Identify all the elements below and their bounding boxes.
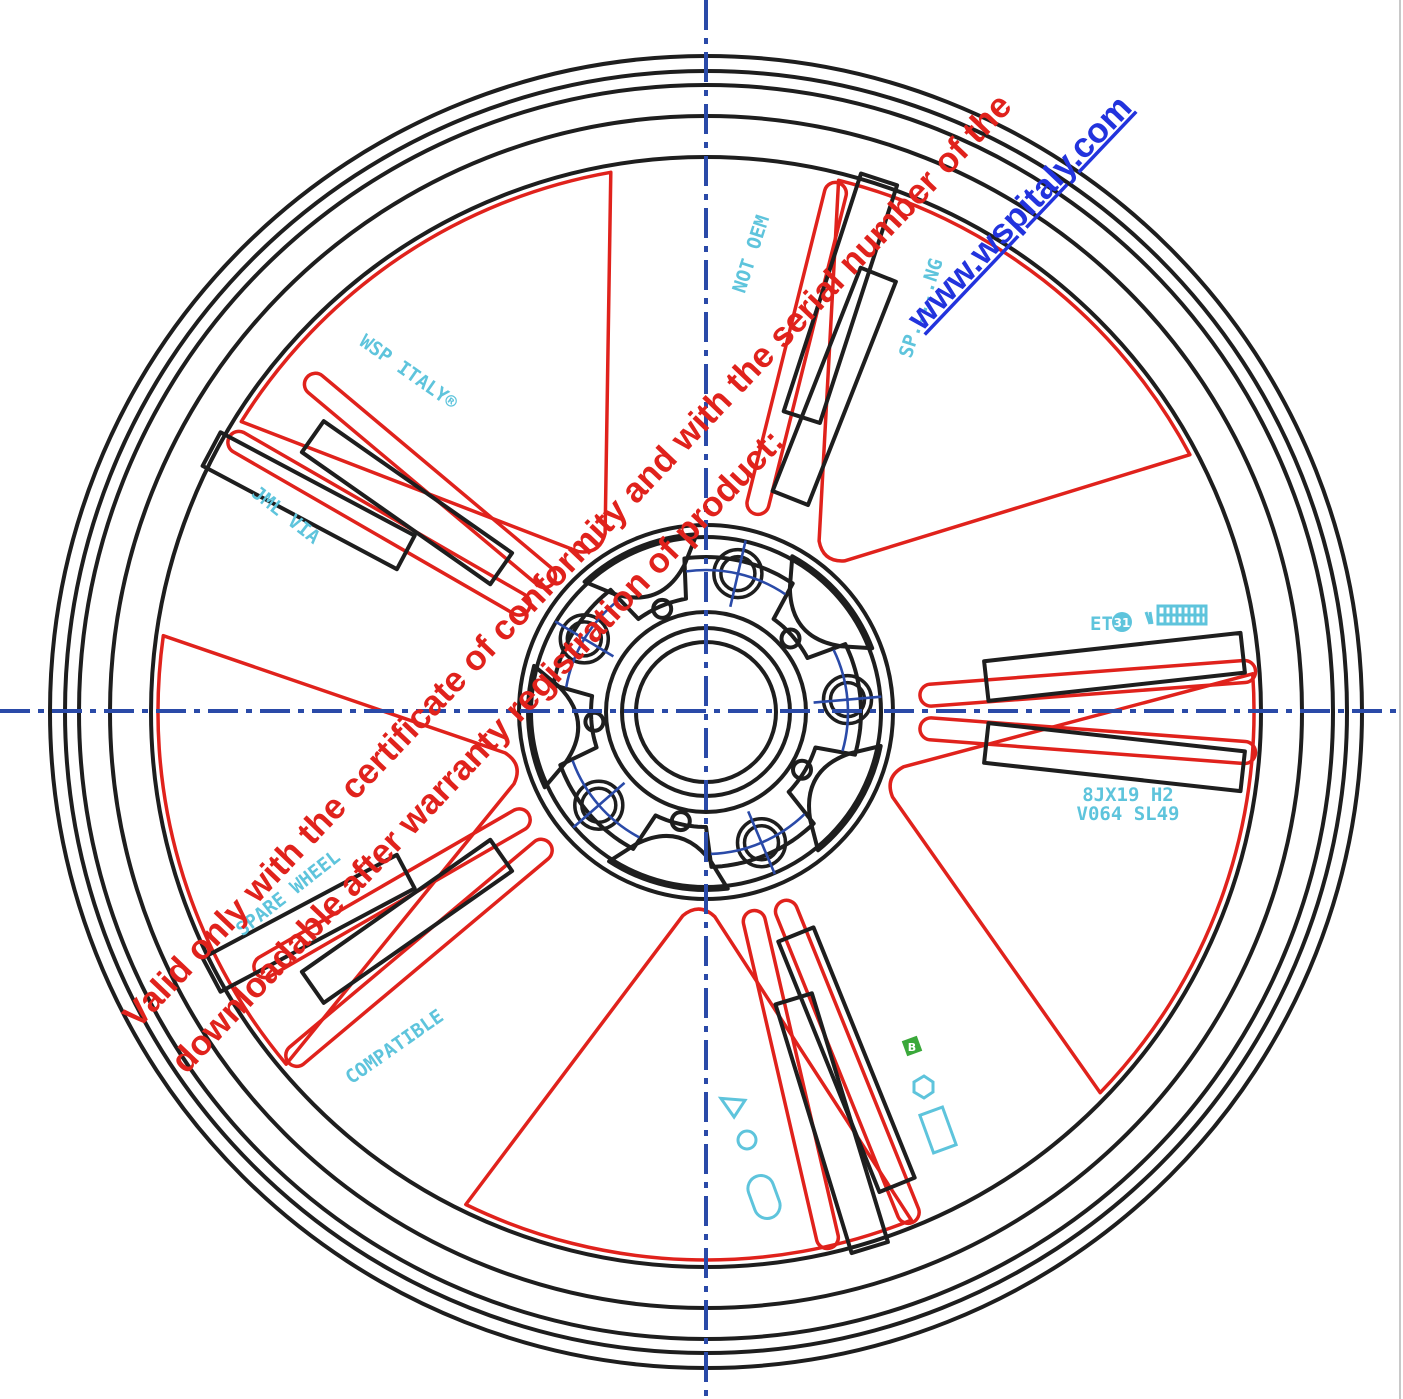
watermark-line-1: Valid only with the certificate of confo… <box>116 86 1020 1035</box>
hub-tab-knob-4 <box>669 810 692 833</box>
hub-tab-knob-1 <box>651 597 674 620</box>
spoke-slot-4 <box>252 807 532 980</box>
pad-jml-via <box>200 430 417 572</box>
bolt-holes <box>554 540 882 875</box>
bolt-hole-outer-4 <box>573 779 625 831</box>
hub-tab-3 <box>807 744 883 853</box>
barcode-icon <box>1144 604 1208 626</box>
watermark-line-2: downloadable after warranty registration… <box>164 422 792 1081</box>
hub-tab-5 <box>526 663 581 790</box>
label-et: ET <box>1090 613 1113 635</box>
oval-icon <box>746 1174 782 1220</box>
hub-tab-2 <box>787 554 875 651</box>
spoke-window-1 <box>239 170 613 554</box>
et-circle-icon <box>1112 612 1132 632</box>
pad-markings: NOT OEM WSP ITALY® JML VIA SPARE WHEEL C… <box>232 213 1208 1220</box>
bolt-hole-outer-1 <box>712 547 764 600</box>
pad-et <box>982 630 1247 703</box>
bolt-hole-outer-3 <box>735 816 788 869</box>
hub-tabs <box>526 532 883 893</box>
spoke-window-contours <box>156 170 1256 1262</box>
triangle-icon <box>717 1096 748 1120</box>
rectangle-icon <box>917 1105 959 1155</box>
spoke-slot-7 <box>773 898 921 1226</box>
bolt-hole-inner-3 <box>742 823 781 862</box>
spoke-slot-2 <box>302 371 558 590</box>
hub-tab-4 <box>607 834 730 893</box>
spoke-slot-5 <box>284 837 554 1069</box>
label-jml-via: JML VIA <box>247 482 324 549</box>
hub-tab-knob-2 <box>779 627 802 650</box>
rim-outlines <box>48 0 1401 1399</box>
hub-tab-knob-3 <box>791 758 813 781</box>
label-spec-1: 8JX19 H2 <box>1082 784 1174 806</box>
spoke-slot-8 <box>918 658 1258 708</box>
spoke-slot-3 <box>226 429 532 617</box>
hub-tab-1 <box>582 532 699 600</box>
spoke-window-2 <box>817 178 1192 563</box>
hub-tab-knob-5 <box>583 710 606 733</box>
pad-spare-wheel <box>200 852 417 994</box>
bolt-hole-inner-5 <box>565 620 604 658</box>
spoke-slot-9 <box>918 716 1258 766</box>
pad-right-top <box>770 265 898 507</box>
bolt-circle-arc-4 <box>571 760 640 839</box>
pad-icons-right <box>776 925 917 1194</box>
bolt-circle-arc-1 <box>686 568 787 596</box>
circle-icon <box>736 1129 758 1151</box>
bolt-hole-inner-1 <box>719 554 757 593</box>
bolt-hole-inner-4 <box>580 786 618 824</box>
pad-compatible <box>299 837 515 1005</box>
bolt-circle-arc-5 <box>564 599 620 688</box>
green-square-icon: B <box>901 1035 923 1057</box>
pad-ws-italy <box>299 419 515 587</box>
spoke-window-3 <box>888 672 1256 1095</box>
spoke-slot-1 <box>745 180 849 517</box>
spoke-window-4 <box>464 907 914 1262</box>
label-ws-italy: WSP ITALY® <box>355 330 462 414</box>
label-pads <box>200 171 1247 1256</box>
label-spec-2: V064 SL49 <box>1077 803 1180 825</box>
green-mark-text: B <box>908 1041 916 1054</box>
pad-not-oem <box>781 171 900 425</box>
pad-spec <box>982 721 1247 794</box>
hexagon-icon <box>912 1074 935 1100</box>
et-circle-number: 31 <box>1114 616 1131 630</box>
spoke-slot-6 <box>741 908 841 1251</box>
bolt-circle-arc-3 <box>710 813 806 856</box>
label-not-oem: NOT OEM <box>728 213 774 296</box>
bolt-circle-arc-2 <box>832 649 850 752</box>
bolt-hole-outer-5 <box>558 613 611 665</box>
spoke-window-5 <box>156 633 519 1066</box>
